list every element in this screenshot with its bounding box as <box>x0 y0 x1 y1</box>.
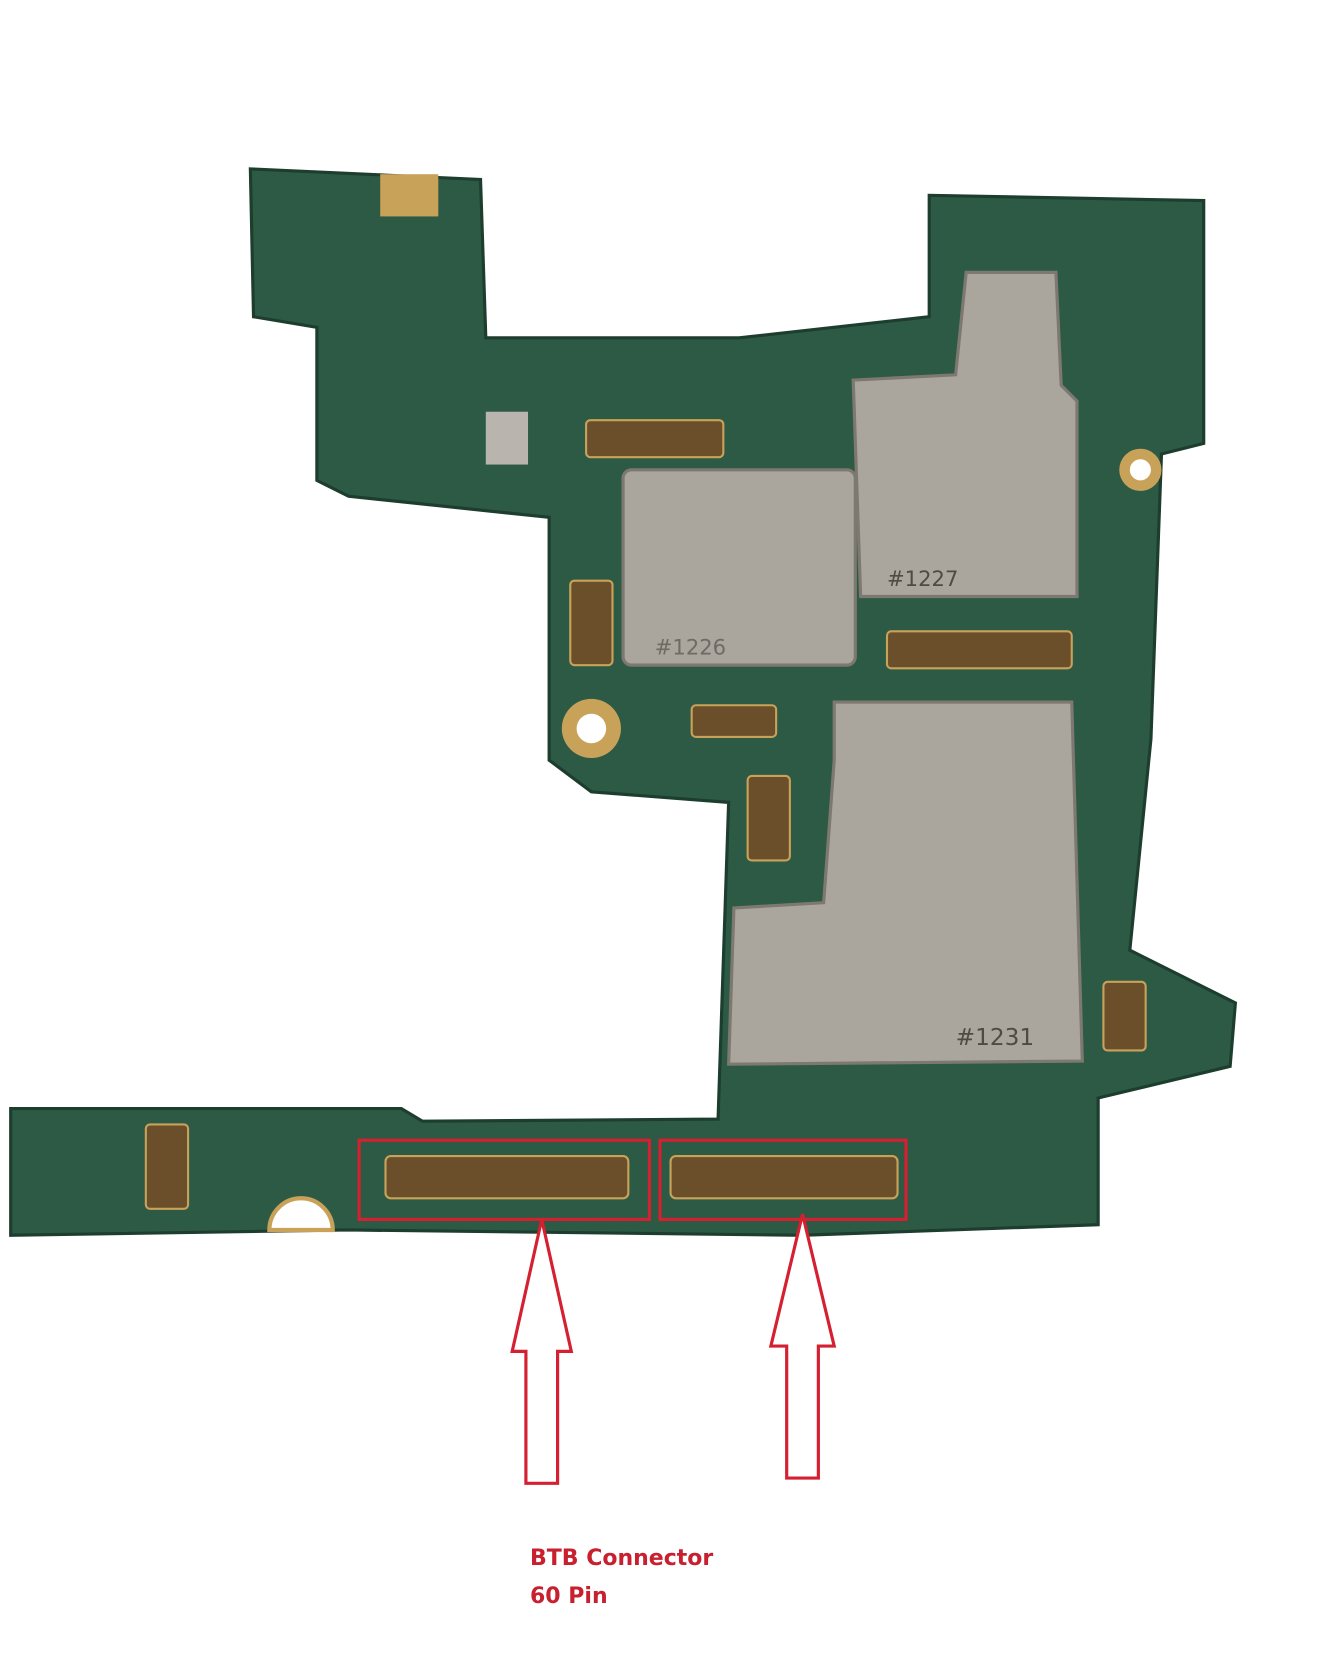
btb-connector-1 <box>384 1155 630 1200</box>
board-connector <box>746 774 791 862</box>
annotation-pin-count: 60 Pin <box>530 1584 608 1609</box>
shield-label: #1226 <box>655 635 726 660</box>
board-notch <box>267 1196 335 1233</box>
shield-label: #1227 <box>887 566 958 591</box>
annotation-title: BTB Connector <box>530 1546 714 1571</box>
board-connector <box>690 704 778 738</box>
btb-connector-2 <box>669 1155 899 1200</box>
arrow-up-icon <box>510 1219 574 1485</box>
small-shield <box>485 411 529 465</box>
board-connector <box>585 419 725 459</box>
board-connector <box>1102 980 1147 1052</box>
shield-label: #1231 <box>956 1024 1035 1051</box>
board-connector <box>569 579 614 667</box>
metal-shield <box>851 270 1079 599</box>
metal-shield <box>726 700 1084 1066</box>
highlight-box-right <box>658 1138 908 1221</box>
metal-shield <box>621 468 857 667</box>
highlight-box-left <box>357 1138 652 1221</box>
board-connector <box>144 1123 190 1210</box>
arrow-up-icon <box>768 1213 837 1480</box>
board-connector <box>885 630 1073 670</box>
